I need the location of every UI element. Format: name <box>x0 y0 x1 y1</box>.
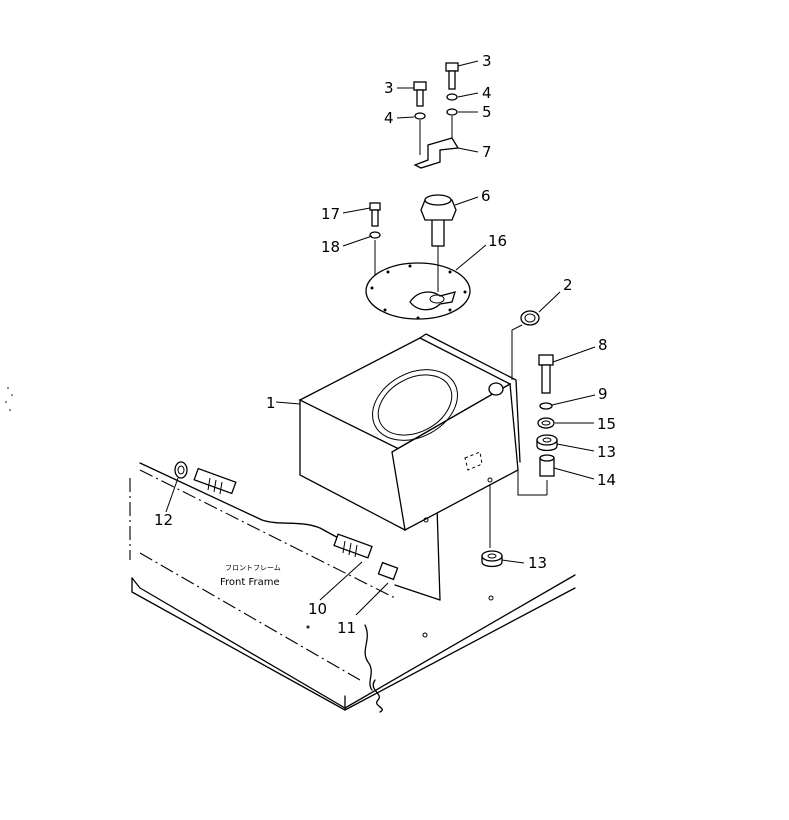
callout-5: 5 <box>482 103 492 121</box>
adapter-11 <box>355 561 399 616</box>
filler-cap-6 <box>420 194 479 292</box>
tank-mount-lines <box>489 470 547 548</box>
hose-end-upper <box>193 467 237 495</box>
fitting-12 <box>165 461 188 513</box>
cushion-13-lower <box>481 550 525 601</box>
callout-9: 9 <box>598 385 608 403</box>
washer-9 <box>539 394 596 410</box>
callout-13-lower: 13 <box>528 554 547 572</box>
callout-11: 11 <box>337 619 356 637</box>
cap-2 <box>511 291 561 380</box>
bolt-3-right <box>445 60 479 90</box>
callout-12: 12 <box>154 511 173 529</box>
collar-14 <box>539 454 595 495</box>
hose-fitting-10 <box>319 533 373 601</box>
callout-18: 18 <box>321 238 340 256</box>
bolt-3-left <box>397 81 427 107</box>
callout-15: 15 <box>597 415 616 433</box>
callout-2: 2 <box>563 276 573 294</box>
callout-8: 8 <box>598 336 608 354</box>
washer-4-right <box>446 92 479 101</box>
frame-label-en: Front Frame <box>220 577 280 588</box>
cover-plate-16 <box>365 244 487 320</box>
bracket-7 <box>413 137 479 169</box>
washer-5 <box>446 108 478 140</box>
bolt-8 <box>538 346 596 394</box>
scan-marks <box>5 387 13 411</box>
callout-6: 6 <box>481 187 491 205</box>
bolt-17 <box>342 202 381 227</box>
callout-13-upper: 13 <box>597 443 616 461</box>
callout-7: 7 <box>482 143 492 161</box>
callout-10: 10 <box>308 600 327 618</box>
washer-4-left <box>396 112 426 155</box>
callout-17: 17 <box>321 205 340 223</box>
callout-1: 1 <box>266 394 276 412</box>
callout-14: 14 <box>597 471 616 489</box>
front-frame <box>129 478 576 713</box>
callout-3-right: 3 <box>482 52 492 70</box>
callout-4-left: 4 <box>384 109 394 127</box>
washer-18 <box>342 231 381 275</box>
washer-15 <box>537 417 594 429</box>
cushion-13-upper <box>536 434 595 452</box>
fuel-tank <box>275 333 521 532</box>
frame-label-jp: フロントフレーム <box>225 564 281 572</box>
callout-4-right: 4 <box>482 84 492 102</box>
callout-3-left: 3 <box>384 79 394 97</box>
callout-16: 16 <box>488 232 507 250</box>
